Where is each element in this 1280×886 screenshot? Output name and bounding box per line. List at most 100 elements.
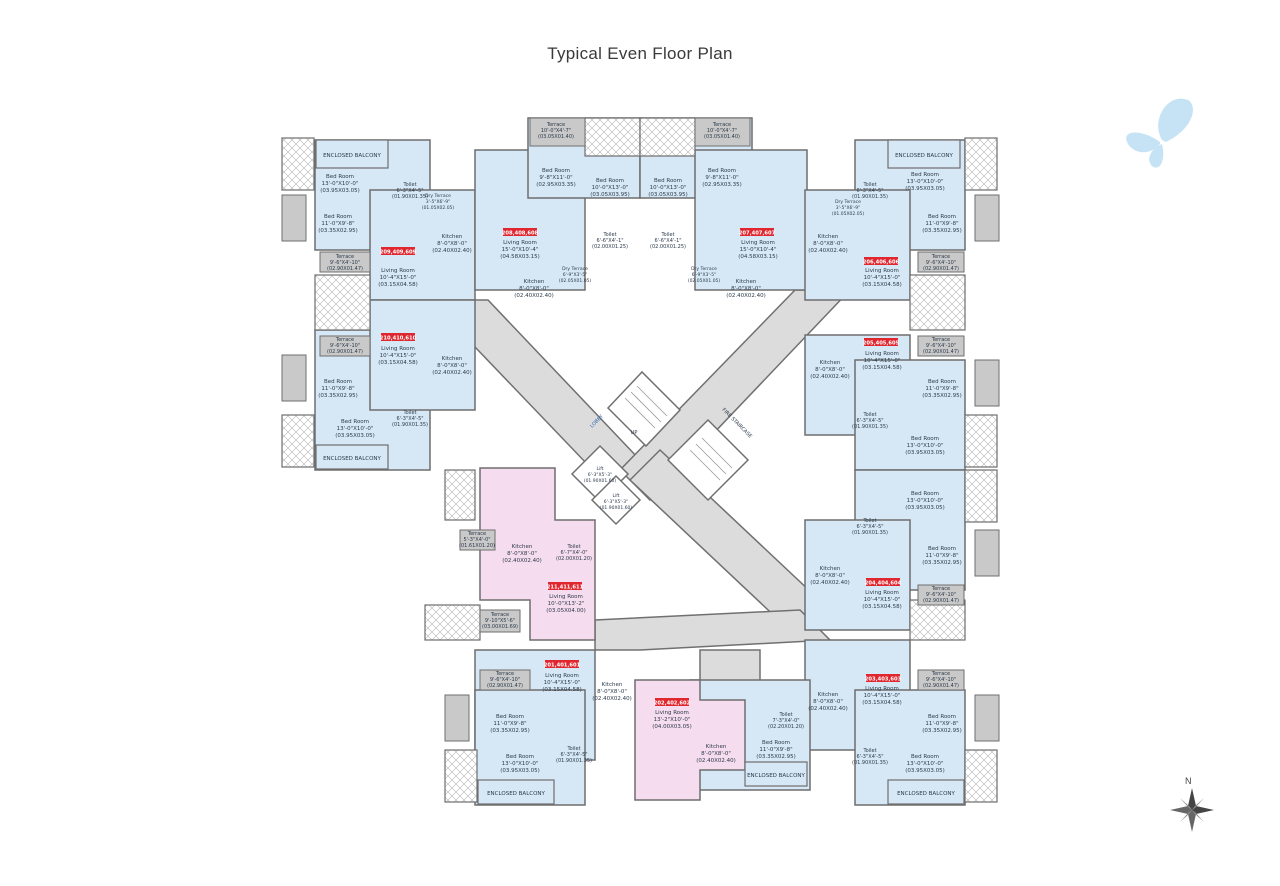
enclosed-balconies (315, 139, 965, 805)
svg-text:(02.40X02.40): (02.40X02.40) (726, 293, 766, 299)
label-enclosed-balcony-s: ENCLOSED BALCONY (747, 773, 805, 779)
svg-text:6'-3"X5'-3": 6'-3"X5'-3" (588, 472, 612, 478)
svg-text:Bed Room: Bed Room (708, 168, 736, 174)
svg-text:Living Room: Living Room (741, 240, 775, 246)
svg-text:(03.95X03.05): (03.95X03.05) (905, 186, 945, 192)
svg-text:10'-4"X15'-0": 10'-4"X15'-0" (544, 680, 581, 686)
svg-text:Terrace: Terrace (712, 122, 731, 128)
svg-text:(03.95X03.05): (03.95X03.05) (905, 450, 945, 456)
flat-tag-210: 210,410,610 (380, 333, 417, 342)
svg-text:Kitchen: Kitchen (524, 279, 545, 285)
svg-text:(01.90X01.60): (01.90X01.60) (600, 505, 633, 511)
svg-text:(02.40X02.40): (02.40X02.40) (696, 758, 736, 764)
svg-text:8'-0"X8'-0": 8'-0"X8'-0" (437, 363, 467, 369)
svg-text:207,407,607: 207,407,607 (739, 231, 776, 237)
svg-text:(01.05X02.05): (01.05X02.05) (832, 211, 865, 217)
svg-text:3'-5"X6'-9": 3'-5"X6'-9" (426, 199, 450, 205)
svg-text:(02.00X01.25): (02.00X01.25) (650, 244, 686, 250)
svg-text:(03.95X03.05): (03.95X03.05) (500, 768, 540, 774)
corridor (428, 289, 852, 691)
svg-text:6'-9"X3'-5": 6'-9"X3'-5" (692, 272, 716, 278)
svg-text:10'-4"X15'-0": 10'-4"X15'-0" (864, 275, 901, 281)
flat-tag-202: 202,402,602 (654, 698, 691, 707)
svg-text:Lift: Lift (612, 493, 619, 499)
svg-text:Living Room: Living Room (655, 710, 689, 716)
svg-text:8'-0"X8'-0": 8'-0"X8'-0" (813, 699, 843, 705)
svg-text:7'-3"X4'-0": 7'-3"X4'-0" (772, 718, 799, 724)
svg-text:11'-0"X9'-8": 11'-0"X9'-8" (321, 386, 354, 392)
svg-text:(02.90X01.47): (02.90X01.47) (923, 683, 959, 689)
svg-text:6'-6"X4'-1": 6'-6"X4'-1" (596, 238, 623, 244)
svg-text:6'-7"X4'-0": 6'-7"X4'-0" (560, 550, 587, 556)
svg-text:202,402,602: 202,402,602 (654, 701, 691, 707)
svg-text:10'-0"X13'-0": 10'-0"X13'-0" (650, 185, 687, 191)
svg-text:6'-3"X4'-5": 6'-3"X4'-5" (856, 754, 883, 760)
svg-text:(03.15X04.58): (03.15X04.58) (378, 360, 418, 366)
svg-text:(03.35X02.95): (03.35X02.95) (756, 754, 796, 760)
svg-text:Toilet: Toilet (660, 232, 674, 238)
svg-text:8'-0"X8'-0": 8'-0"X8'-0" (507, 551, 537, 557)
page-title: Typical Even Floor Plan (547, 44, 733, 63)
svg-text:10'-4"X15'-0": 10'-4"X15'-0" (380, 275, 417, 281)
svg-text:Toilet: Toilet (862, 412, 876, 418)
svg-text:6'-6"X4'-1": 6'-6"X4'-1" (654, 238, 681, 244)
svg-text:Bed Room: Bed Room (506, 754, 534, 760)
svg-text:(01.90X01.35): (01.90X01.35) (852, 530, 888, 536)
svg-text:Kitchen: Kitchen (706, 744, 727, 750)
svg-text:Bed Room: Bed Room (326, 174, 354, 180)
svg-text:Kitchen: Kitchen (818, 692, 839, 698)
svg-text:205,405,605: 205,405,605 (863, 341, 900, 347)
svg-text:10'-0"X13'-2": 10'-0"X13'-2" (548, 601, 585, 607)
svg-text:Dry Terrace: Dry Terrace (425, 193, 451, 199)
svg-text:Dry Terrace: Dry Terrace (835, 199, 861, 205)
svg-text:Kitchen: Kitchen (818, 234, 839, 240)
svg-text:11'-0"X9'-8": 11'-0"X9'-8" (925, 553, 958, 559)
svg-text:(02.40X02.40): (02.40X02.40) (514, 293, 554, 299)
flat-tag-205: 205,405,605 (863, 338, 900, 347)
svg-text:(03.35X02.95): (03.35X02.95) (490, 728, 530, 734)
label-enclosed-balcony-w: ENCLOSED BALCONY (323, 456, 381, 462)
svg-text:Kitchen: Kitchen (442, 234, 463, 240)
svg-text:10'-4"X15'-0": 10'-4"X15'-0" (864, 358, 901, 364)
flat-tags: 209,409,609 208,408,608 207,407,607 206,… (380, 228, 902, 707)
svg-text:(02.20X01.20): (02.20X01.20) (768, 724, 804, 730)
svg-text:(02.40X02.40): (02.40X02.40) (502, 558, 542, 564)
svg-text:Dry Terrace: Dry Terrace (691, 266, 717, 272)
fire-staircase-label: FIRE STAIRCASE (721, 407, 753, 439)
svg-text:11'-0"X9'-8": 11'-0"X9'-8" (493, 721, 526, 727)
svg-text:10'-4"X15'-0": 10'-4"X15'-0" (864, 597, 901, 603)
svg-text:Bed Room: Bed Room (911, 754, 939, 760)
svg-text:8'-0"X8'-0": 8'-0"X8'-0" (437, 241, 467, 247)
label-enclosed-balcony-sw: ENCLOSED BALCONY (487, 791, 545, 797)
svg-text:(01.90X01.35): (01.90X01.35) (852, 424, 888, 430)
svg-text:(02.40X02.40): (02.40X02.40) (810, 580, 850, 586)
svg-text:(02.90X01.47): (02.90X01.47) (327, 266, 363, 272)
svg-text:Bed Room: Bed Room (596, 178, 624, 184)
svg-text:(03.35X02.95): (03.35X02.95) (922, 560, 962, 566)
svg-text:(03.15X04.58): (03.15X04.58) (862, 365, 902, 371)
svg-text:Toilet: Toilet (566, 746, 580, 752)
flat-tag-211: 211,411,611 (547, 582, 584, 591)
svg-text:Kitchen: Kitchen (820, 360, 841, 366)
svg-text:Toilet: Toilet (402, 410, 416, 416)
flat-tag-201: 201,401,601 (544, 660, 581, 669)
svg-text:(03.15X04.58): (03.15X04.58) (378, 282, 418, 288)
svg-text:Living Room: Living Room (545, 673, 579, 679)
svg-text:10'-4"X15'-0": 10'-4"X15'-0" (380, 353, 417, 359)
